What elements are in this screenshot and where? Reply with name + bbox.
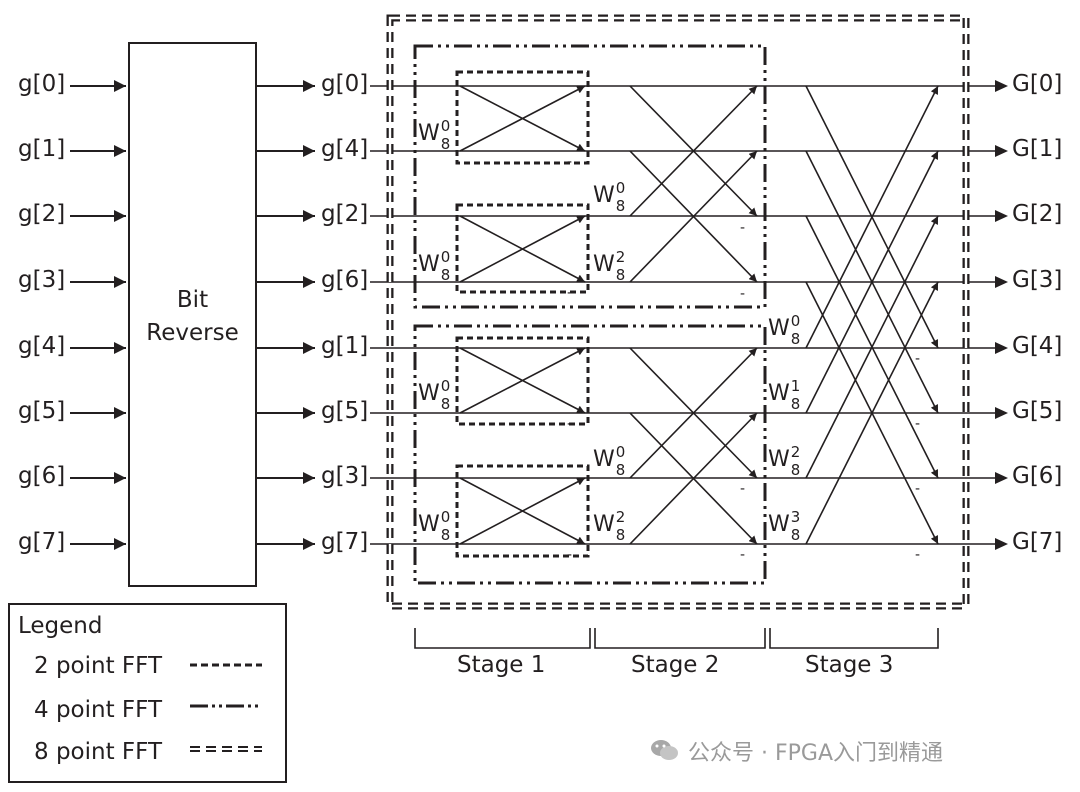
output-label-0: G[0] [1012,71,1063,97]
negation-mark: - [740,220,746,236]
output-arrowhead [995,538,1008,550]
reordered-label-0: g[0] [321,71,369,97]
output-label-5: G[5] [1012,398,1063,424]
wechat-icon [650,738,680,764]
reordered-label-4: g[1] [321,333,369,359]
output-arrowhead [995,342,1008,354]
negation-mark: - [915,416,921,432]
input-label-6: g[6] [18,463,66,489]
watermark-text: 公众号 · FPGA入门到精通 [688,741,943,766]
output-arrowhead [995,210,1008,222]
two-point-fft-box [455,336,590,426]
output-label-2: G[2] [1012,201,1063,227]
negation-mark: - [740,286,746,302]
negation-mark: - [567,547,573,563]
input-label-3: g[3] [18,267,66,293]
negation-mark: - [567,285,573,301]
stage-2-label: Stage 2 [631,652,720,678]
output-label-1: G[1] [1012,136,1063,162]
four-point-fft-box [413,324,767,585]
legend-item-8-point: 8 point FFT [34,739,163,765]
two-point-fft-box [455,203,590,294]
butterfly-cross [459,477,586,545]
input-label-1: g[1] [18,136,66,162]
bit-reverse-block: Bit Reverse [128,42,257,587]
butterfly-cross [629,85,758,217]
eight-point-fft-box-inner [388,16,968,608]
output-arrowhead [995,407,1008,419]
butterfly-cross [459,85,586,152]
output-arrowhead [995,472,1008,484]
watermark: 公众号 · FPGA入门到精通 [650,735,943,767]
butterfly-cross [629,150,758,283]
butterfly-cross [459,347,586,414]
butterfly-cross [629,412,758,545]
reordered-label-1: g[4] [321,136,369,162]
input-label-2: g[2] [18,201,66,227]
legend-title: Legend [18,613,103,639]
negation-mark: - [567,416,573,432]
eight-point-fft-box [386,14,970,610]
negation-mark: - [915,351,921,367]
two-point-fft-box [455,464,590,558]
output-label-3: G[3] [1012,267,1063,293]
butterfly-cross [805,281,939,545]
input-label-0: g[0] [18,71,66,97]
bit-reverse-label: Bit Reverse [130,284,255,350]
negation-mark: - [740,547,746,563]
butterfly-cross [805,85,939,349]
stage-bracket [594,628,766,649]
input-label-7: g[7] [18,529,66,555]
output-arrowhead [995,276,1008,288]
butterfly-cross [805,150,939,414]
reordered-label-7: g[7] [321,529,369,555]
stage-bracket [769,628,939,649]
stage-3-label: Stage 3 [805,652,894,678]
output-label-7: G[7] [1012,529,1063,555]
output-label-6: G[6] [1012,463,1063,489]
butterfly-cross [629,347,758,479]
reordered-label-6: g[3] [321,463,369,489]
input-label-5: g[5] [18,398,66,424]
legend-item-2-point: 2 point FFT [34,653,163,679]
stage-bracket [414,628,591,649]
two-point-fft-box [455,70,590,165]
stage-1-label: Stage 1 [457,652,546,678]
negation-mark: - [915,481,921,497]
legend-samples [190,663,262,752]
negation-mark: - [740,481,746,497]
butterfly-cross [459,215,586,283]
negation-mark: - [915,547,921,563]
reordered-label-3: g[6] [321,267,369,293]
reordered-label-5: g[5] [321,398,369,424]
input-label-4: g[4] [18,333,66,359]
bit-reverse-line2: Reverse [146,320,239,346]
output-arrowhead [995,80,1008,92]
bit-reverse-line1: Bit [176,287,209,313]
reordered-label-2: g[2] [321,201,369,227]
output-arrowhead [995,145,1008,157]
four-point-fft-box [413,44,767,309]
negation-mark: - [567,154,573,170]
legend-item-4-point: 4 point FFT [34,697,163,723]
output-label-4: G[4] [1012,333,1063,359]
butterfly-cross [805,215,939,479]
legend-box: Legend 2 point FFT 4 point FFT 8 point F… [8,603,287,783]
